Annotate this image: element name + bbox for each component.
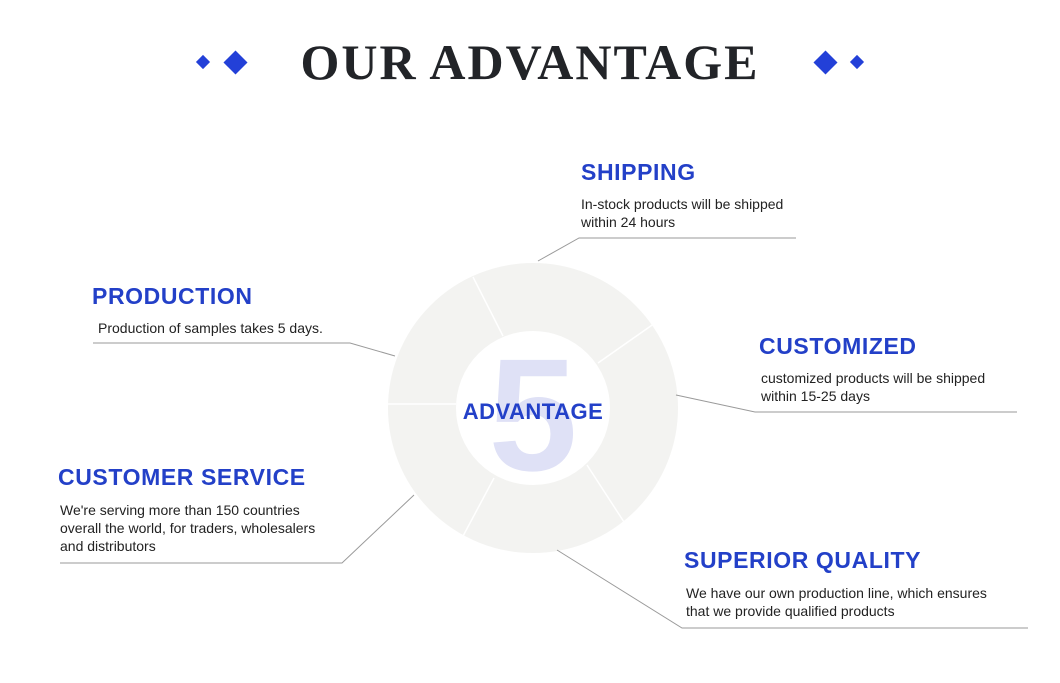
advantage-description: Production of samples takes 5 days. [98, 320, 323, 336]
big-number-five: 5 [489, 325, 578, 504]
connector-customized [675, 394, 1017, 413]
advantage-title: CUSTOMIZED [759, 333, 917, 359]
advantage-description: We're serving more than 150 countries ov… [60, 502, 316, 554]
advantage-title: SHIPPING [581, 159, 696, 185]
connector-lines [60, 237, 1028, 629]
ring-segment-track [388, 263, 678, 553]
advantage-title: PRODUCTION [92, 283, 253, 309]
page-title: OUR ADVANTAGE [300, 34, 760, 90]
advantage-description: customized products will be shipped with… [761, 370, 986, 404]
ring-dividers [388, 276, 656, 539]
advantage-production: PRODUCTION Production of samples takes 5… [92, 282, 372, 337]
advantage-title: CUSTOMER SERVICE [58, 464, 306, 490]
connector-customer-service [60, 494, 415, 564]
advantage-description: In-stock products will be shipped within… [581, 196, 784, 230]
advantage-description: We have our own production line, which e… [686, 585, 987, 619]
advantage-shipping: SHIPPING In-stock products will be shipp… [581, 158, 811, 231]
center-label: ADVANTAGE [462, 399, 604, 424]
connector-production [93, 342, 396, 357]
advantage-title: SUPERIOR QUALITY [684, 547, 922, 573]
advantage-superior-quality: SUPERIOR QUALITY We have our own product… [684, 546, 1024, 620]
connector-superior-quality [556, 549, 1028, 629]
connector-shipping [537, 237, 796, 262]
advantage-customer-service: CUSTOMER SERVICE We're serving more than… [58, 463, 348, 555]
advantage-customized: CUSTOMIZED customized products will be s… [759, 332, 1009, 405]
